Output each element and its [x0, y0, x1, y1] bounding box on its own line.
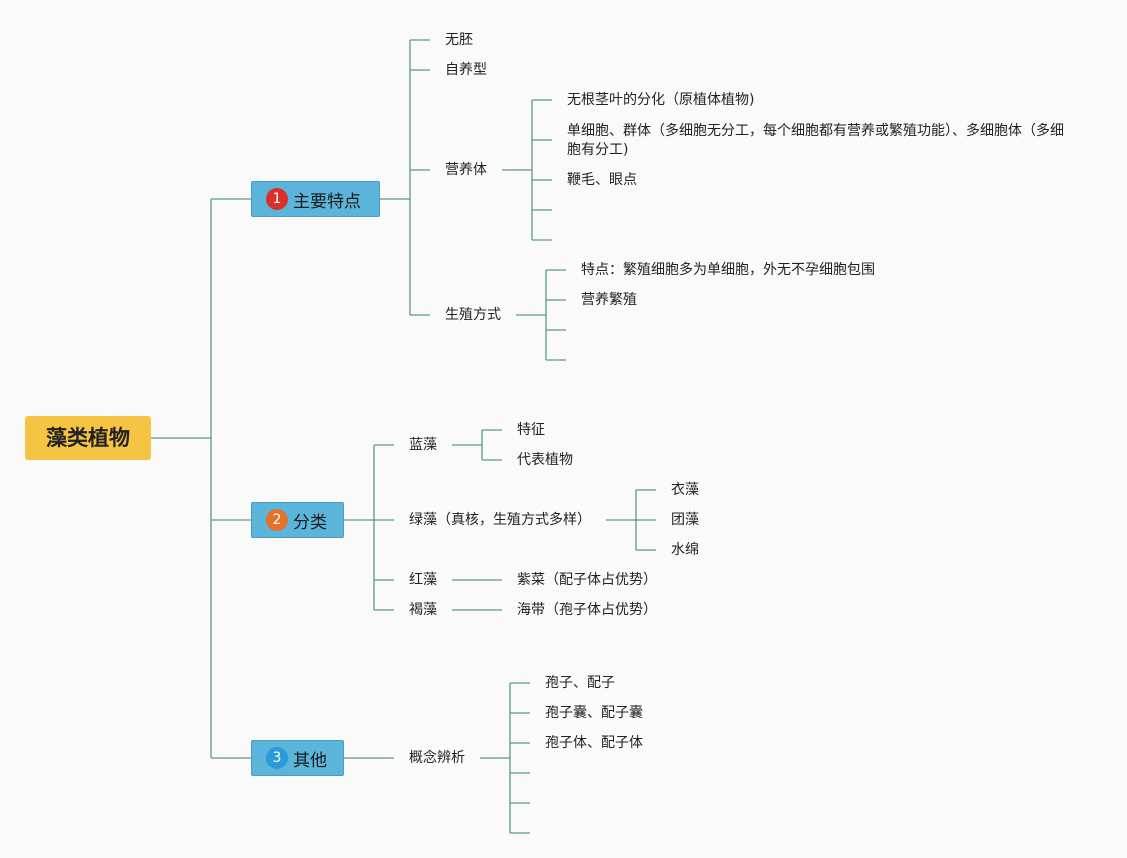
node-chlamydomonas[interactable]: 衣藻 [671, 482, 699, 498]
node-sporangium-gametangium[interactable]: 孢子囊、配子囊 [545, 705, 643, 721]
topic-label: 分类 [293, 512, 327, 533]
node-no-embryo[interactable]: 无胚 [445, 32, 473, 48]
node-green-algae[interactable]: 绿藻（真核，生殖方式多样） [409, 512, 591, 528]
node-reproduction-feature[interactable]: 特点：繁殖细胞多为单细胞，外无不孕细胞包围 [581, 262, 875, 278]
root-topic[interactable]: 藻类植物 [25, 416, 151, 460]
node-cyanobacteria[interactable]: 蓝藻 [409, 437, 437, 453]
node-cell-forms[interactable]: 单细胞、群体（多细胞无分工，每个细胞都有营养或繁殖功能）、多细胞体（多细胞有分工… [567, 123, 1064, 158]
node-concept-distinction[interactable]: 概念辨析 [409, 750, 465, 766]
node-features[interactable]: 特征 [517, 422, 545, 438]
number-badge-3: 3 [266, 747, 288, 769]
topic-others[interactable]: 3 其他 [251, 740, 344, 776]
node-vegetative-body[interactable]: 营养体 [445, 162, 487, 178]
node-porphyra[interactable]: 紫菜（配子体占优势） [517, 572, 657, 588]
topic-label: 其他 [293, 750, 327, 771]
node-spirogyra[interactable]: 水绵 [671, 542, 699, 558]
node-autotroph[interactable]: 自养型 [445, 62, 487, 78]
number-badge-2: 2 [266, 509, 288, 531]
topic-classification[interactable]: 2 分类 [251, 502, 344, 538]
node-red-algae[interactable]: 红藻 [409, 572, 437, 588]
node-volvox[interactable]: 团藻 [671, 512, 699, 528]
node-flagella-eyespot[interactable]: 鞭毛、眼点 [567, 172, 637, 188]
node-kelp[interactable]: 海带（孢子体占优势） [517, 602, 657, 618]
topic-main-features[interactable]: 1 主要特点 [251, 181, 380, 217]
node-vegetative-reproduction[interactable]: 营养繁殖 [581, 292, 637, 308]
topic-label: 主要特点 [293, 191, 361, 212]
node-sporophyte-gametophyte[interactable]: 孢子体、配子体 [545, 735, 643, 751]
node-brown-algae[interactable]: 褐藻 [409, 602, 437, 618]
node-reproduction[interactable]: 生殖方式 [445, 307, 501, 323]
number-badge-1: 1 [266, 188, 288, 210]
node-representative-plants[interactable]: 代表植物 [517, 452, 573, 468]
node-thallus[interactable]: 无根茎叶的分化（原植体植物) [567, 92, 755, 108]
node-spore-gamete[interactable]: 孢子、配子 [545, 675, 615, 691]
